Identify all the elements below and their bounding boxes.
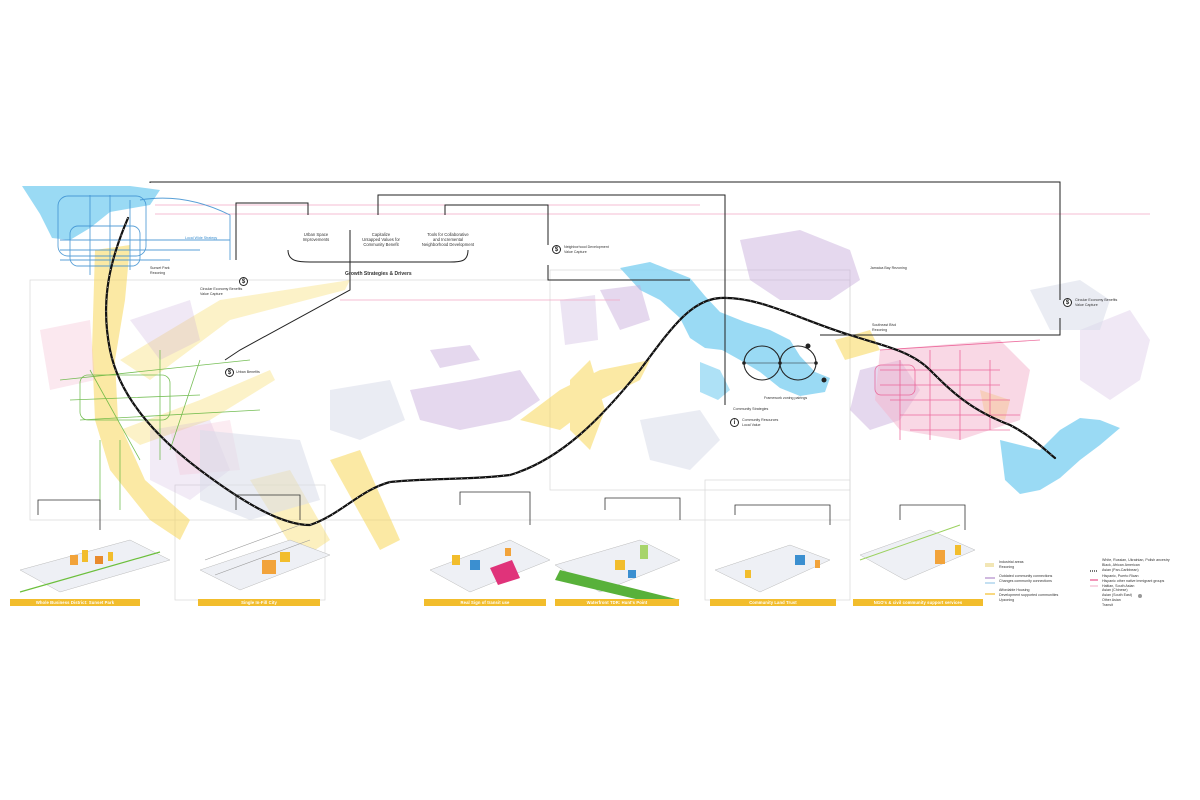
case-study-2: Single In-Fill City xyxy=(198,599,320,606)
sunset-park-label: Sunset Park Rezoning xyxy=(150,266,170,275)
legend-transit: Transit xyxy=(1102,603,1113,607)
case-study-6: NGO's & civil community support services xyxy=(853,599,983,606)
urban-benefits-label: Urban Benefits xyxy=(236,370,260,374)
connector-lines xyxy=(149,181,1061,405)
strategy-urban-space: Urban Space Improvements xyxy=(302,232,330,242)
pink-regional-lines xyxy=(155,204,1150,301)
value-capture-center: Neighborhood Development Value Capture xyxy=(564,245,609,254)
yellow-corridors xyxy=(92,245,1010,560)
legend-swatches xyxy=(985,563,1142,598)
community-strategies-label: Community Strategies xyxy=(733,407,769,411)
legend-community: Outdated community connections Changes c… xyxy=(999,574,1053,583)
loop-nodes xyxy=(742,343,827,383)
legend-ancestry-1: White, Russian, Ukrainian, Polish ancest… xyxy=(1102,558,1170,572)
legend-housing: Affordable Housing Development supported… xyxy=(999,588,1059,602)
urban-benefits-icon: $ xyxy=(225,368,234,377)
case-study-frames xyxy=(37,491,966,530)
southeast-blvd-label: Southeast Blvd Rezoning xyxy=(872,323,897,332)
blue-network xyxy=(57,195,231,275)
main-rail xyxy=(104,216,1057,527)
value-capture-left-icon: $ xyxy=(239,277,248,286)
case-illustration-1 xyxy=(19,539,171,593)
community-value-icon: i xyxy=(730,418,739,427)
green-network xyxy=(59,350,261,510)
case-illustration-6 xyxy=(859,524,976,581)
legend-industrial: Industrial areas Rezoning xyxy=(999,560,1024,569)
case-illustration-3 xyxy=(429,539,551,593)
case-illustration-4 xyxy=(554,539,681,600)
value-capture-right: Circular Economy Benefits Value Capture xyxy=(1075,298,1118,307)
framework-label: Framework zoning pairings xyxy=(764,396,808,400)
legend-ancestry-2: Hispanic, Puerto Rican Hispanic other na… xyxy=(1102,574,1165,588)
legend-ancestry-3: Asian (Chinese) Asian (South East) Other… xyxy=(1102,588,1132,602)
local-strategy-label: Local Wide Strategy xyxy=(185,236,218,240)
case-study-5: Community Land Trust xyxy=(710,599,836,606)
pink-network xyxy=(874,339,1041,440)
case-illustration-5 xyxy=(714,544,831,593)
case-study-1: Whole Business District: Sunset Park xyxy=(10,599,140,606)
value-capture-right-icon: $ xyxy=(1063,298,1072,307)
case-study-4: Waterfront TDR: Hunt's Point xyxy=(555,599,679,606)
case-illustration-2 xyxy=(199,524,331,591)
case-study-illustrations xyxy=(19,524,976,600)
value-capture-left: Circular Economy Benefits Value Capture xyxy=(200,287,243,296)
diagram-title: Growth Strategies & Drivers xyxy=(345,271,412,277)
community-value-label: Community Resources Local Value xyxy=(742,418,779,427)
case-study-3: Real Sign of transit use xyxy=(424,599,546,606)
jamaica-bay-label: Jamaica Bay Rezoning xyxy=(870,266,907,270)
strategy-capitalize: Capitalize Untapped Values for Community… xyxy=(362,232,400,247)
strategy-tools: Tools for Collaborative and Incremental … xyxy=(421,232,475,247)
value-capture-center-icon: $ xyxy=(552,245,561,254)
